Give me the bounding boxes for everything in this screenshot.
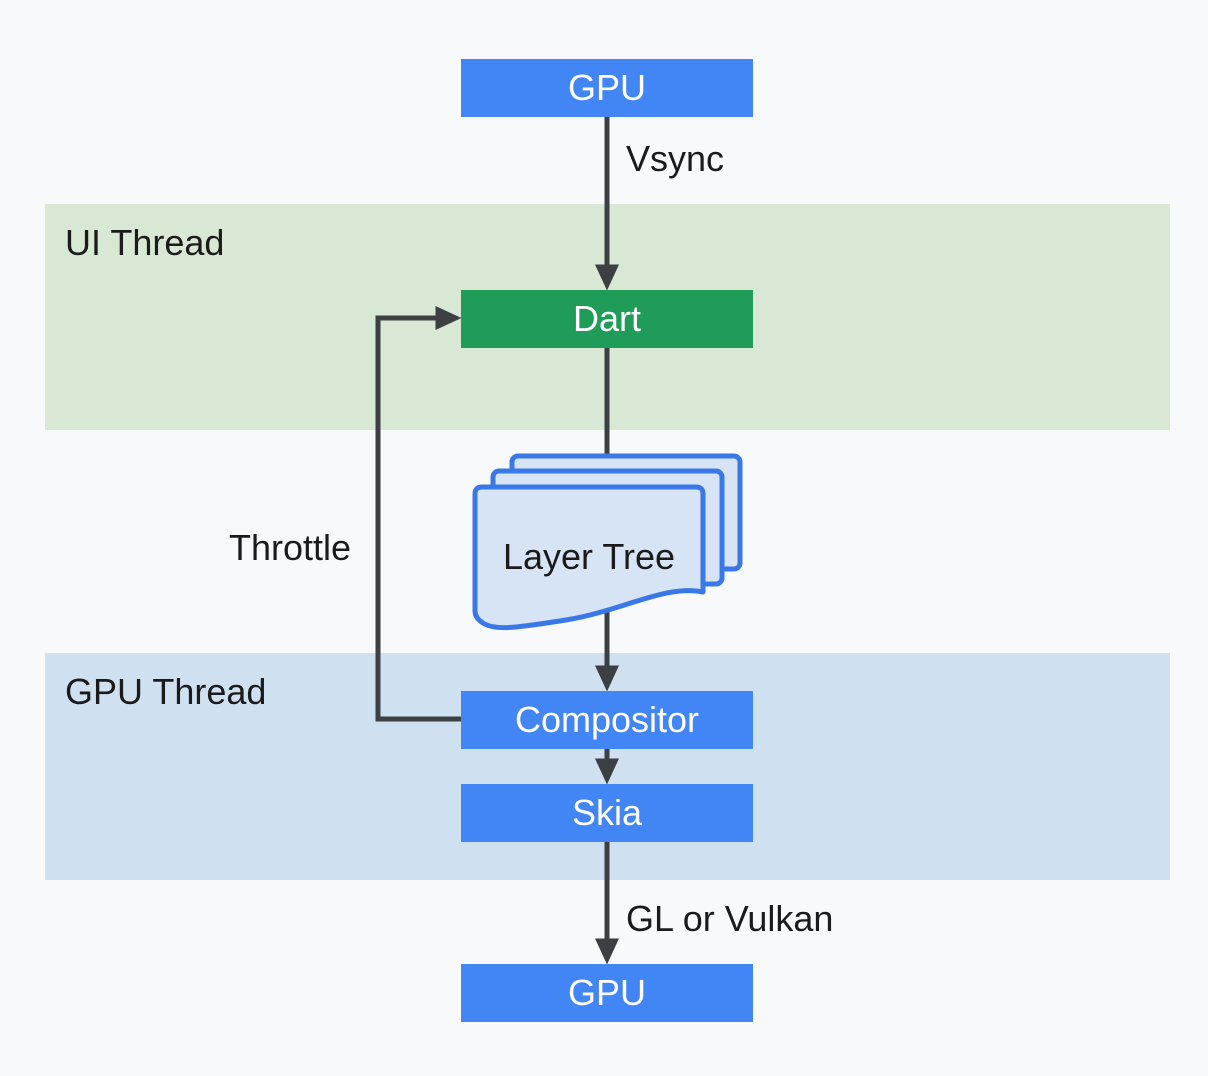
node-compositor-label: Compositor (514, 699, 700, 740)
node-skia-label: Skia (571, 792, 643, 833)
node-dart: Dart (461, 290, 753, 348)
throttle-label: Throttle (229, 527, 352, 568)
node-gpu-top-label: GPU (567, 67, 646, 108)
layer-tree-label: Layer Tree (502, 536, 676, 577)
node-gpu-top: GPU (461, 59, 753, 117)
node-dart-label: Dart (572, 298, 641, 339)
layer-tree-page-front (472, 484, 706, 631)
gl-or-vulkan-label: GL or Vulkan (626, 898, 834, 939)
throttle-arrow (375, 305, 462, 722)
node-gpu-bottom-label: GPU (567, 972, 646, 1013)
ui-thread-label: UI Thread (65, 222, 225, 263)
vsync-label: Vsync (626, 138, 725, 179)
node-compositor: Compositor (461, 691, 753, 749)
gpu-thread-label: GPU Thread (65, 671, 267, 712)
node-skia: Skia (461, 784, 753, 842)
node-gpu-bottom: GPU (461, 964, 753, 1022)
